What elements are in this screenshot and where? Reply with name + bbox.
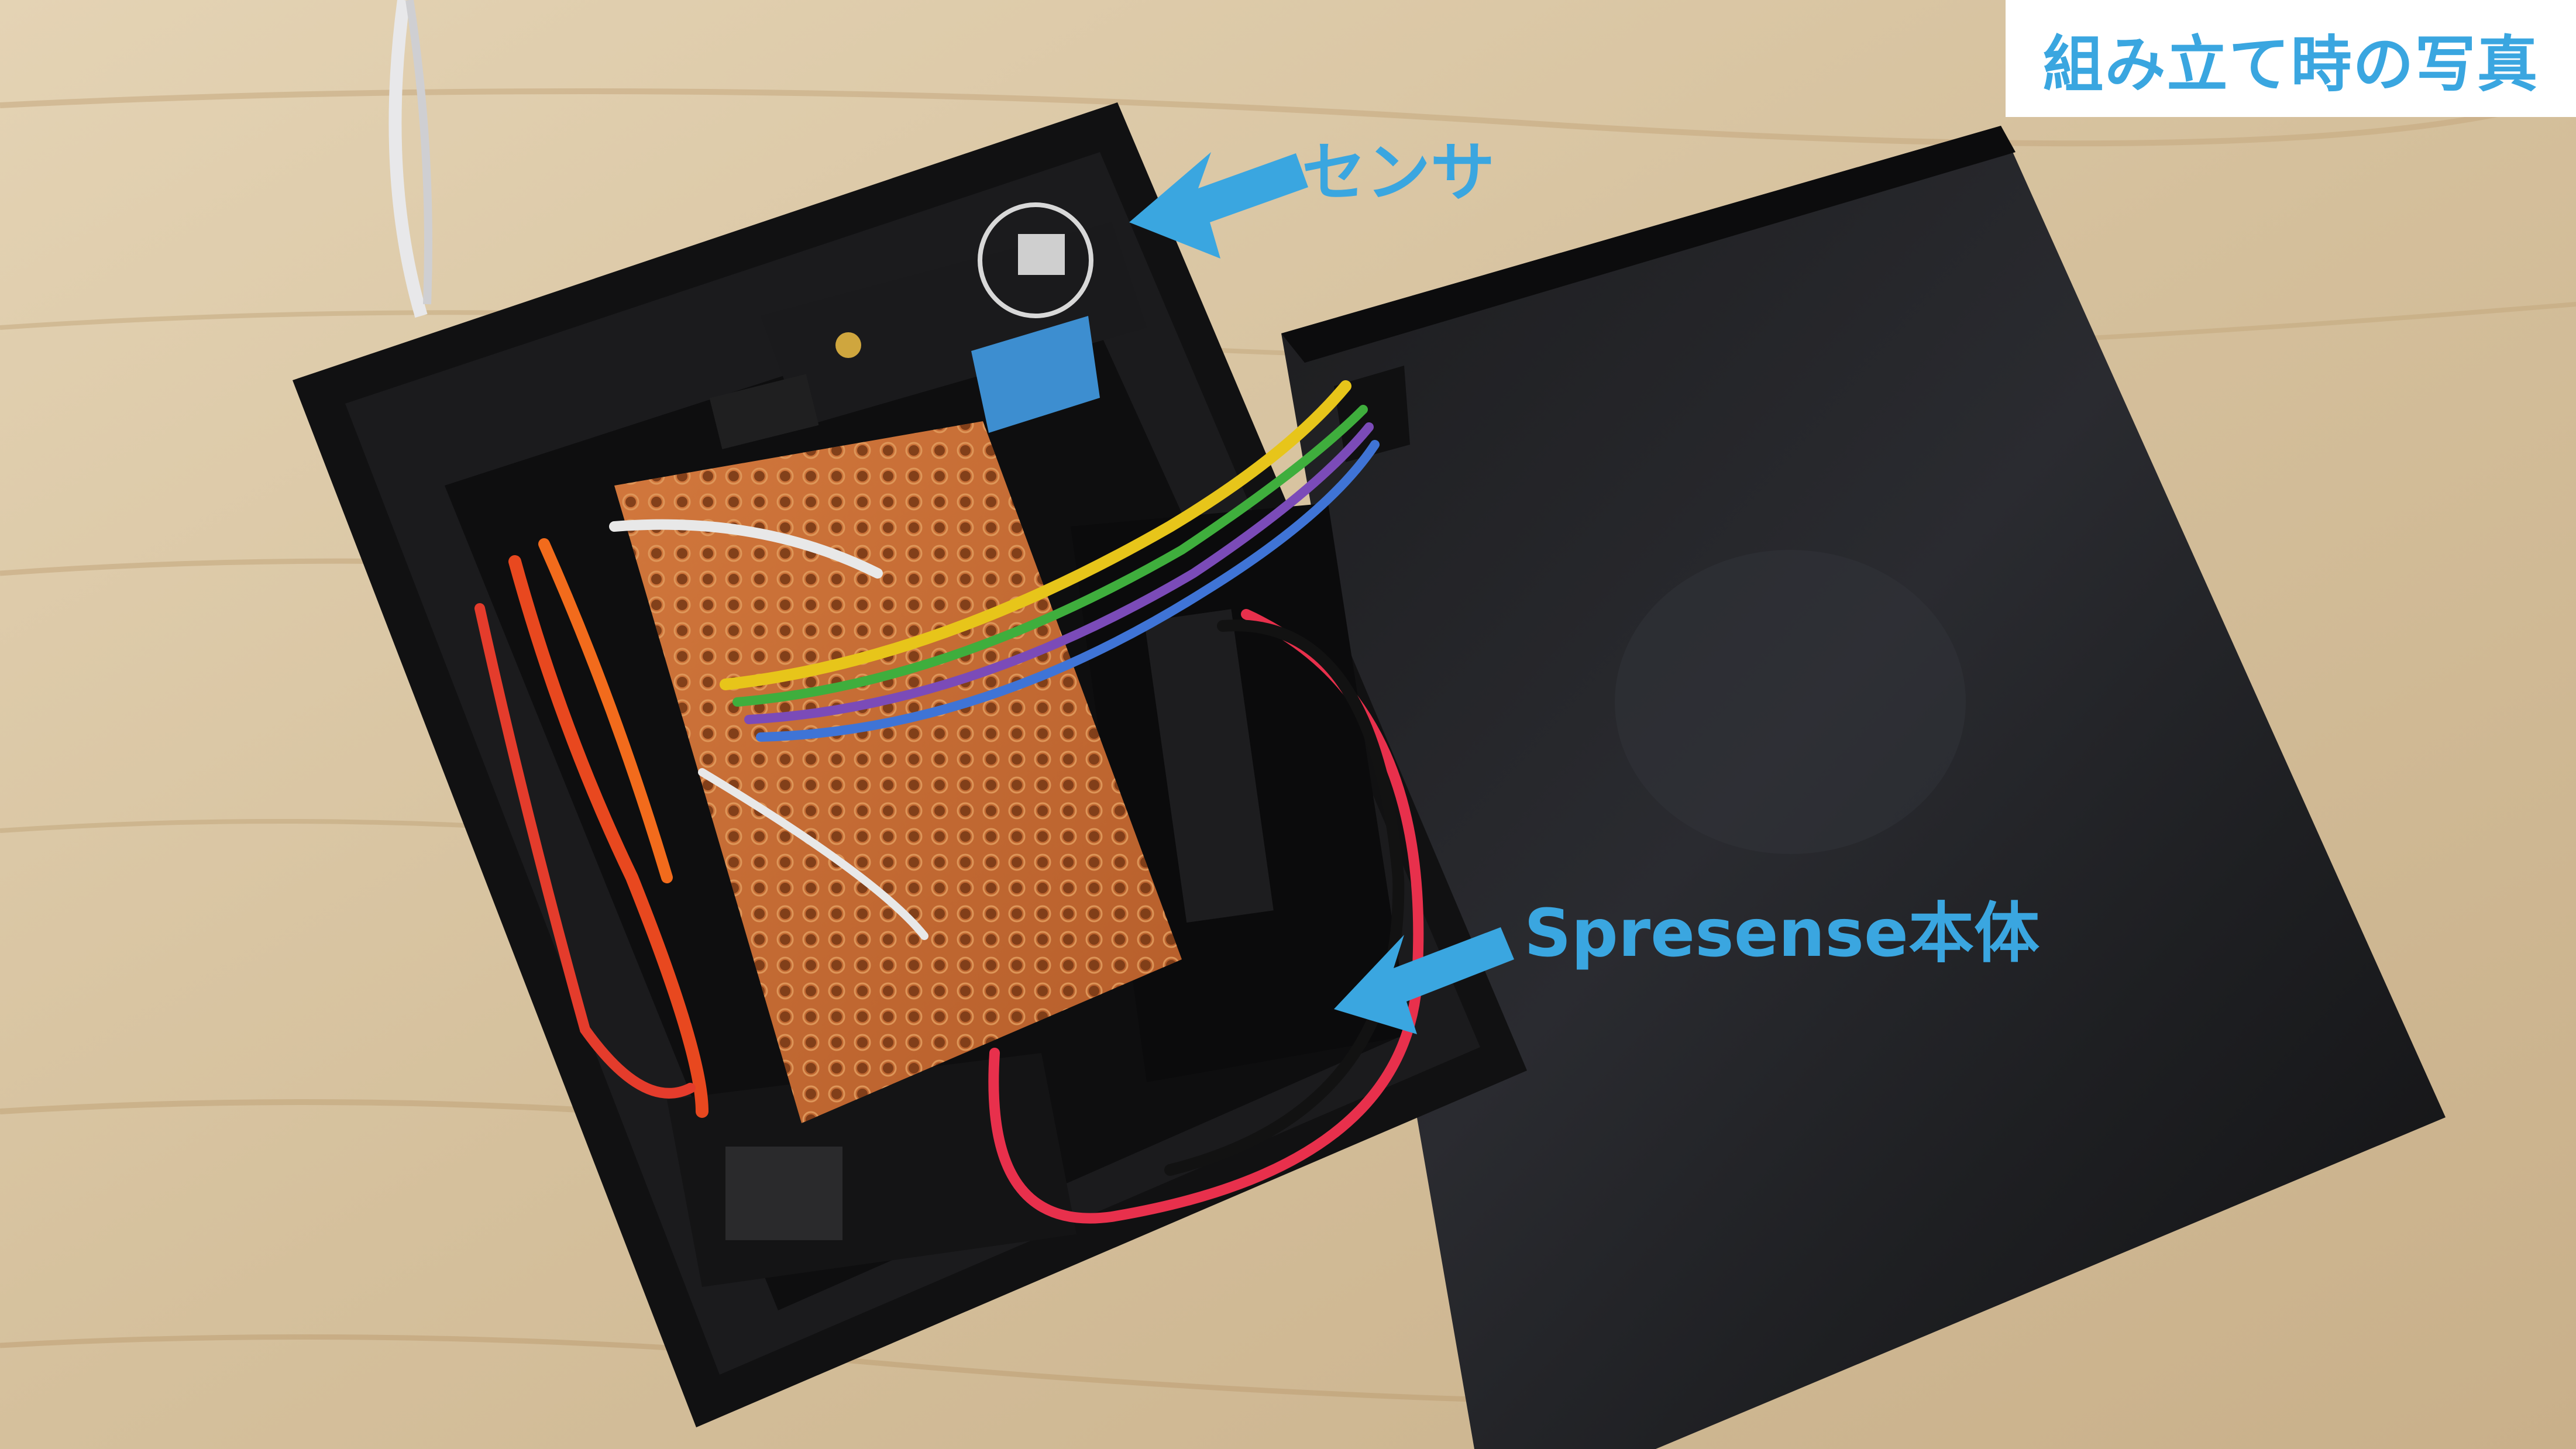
title-box: 組み立て時の写真: [2006, 0, 2576, 117]
annotation-arrow-body: [1334, 927, 1514, 1034]
spresense-label: Spresense本体: [1524, 896, 2040, 972]
photo-title: 組み立て時の写真: [2042, 28, 2539, 100]
sensor-label: センサ: [1302, 135, 1495, 210]
sensor-module: [709, 202, 1147, 449]
annotation-arrow-sensor: [1129, 152, 1308, 259]
case-lid: [1281, 126, 2446, 1449]
wire-bundle: [474, 380, 1424, 1224]
white-cable: [388, 0, 428, 318]
